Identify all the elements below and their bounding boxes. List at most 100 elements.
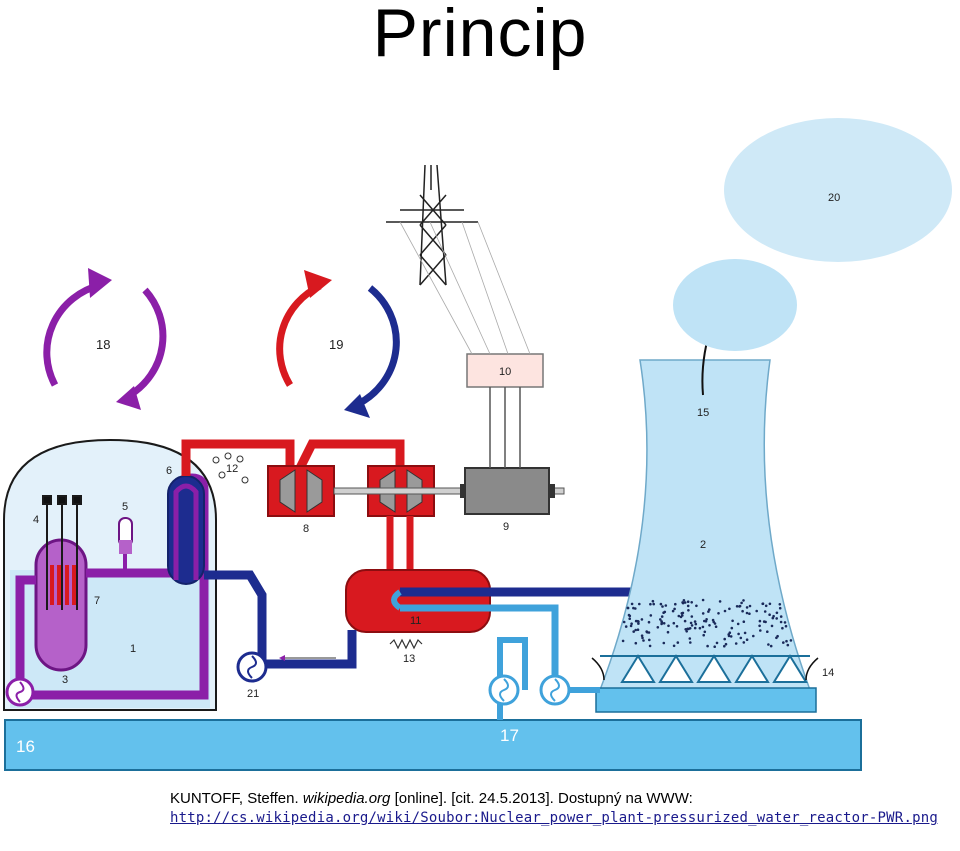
citation-author: KUNTOFF, Steffen. [170, 790, 299, 807]
spray-dot [686, 600, 690, 603]
spray-dot [775, 611, 779, 615]
spray-dot [649, 602, 652, 606]
spray-dot [630, 622, 633, 625]
spray-dot [776, 634, 779, 638]
spray-dot [693, 626, 697, 630]
spray-dot [742, 620, 746, 623]
spray-dot [673, 607, 676, 611]
spray-dot [651, 599, 655, 603]
spray-dot [784, 624, 788, 628]
spray-dot [723, 637, 726, 641]
spray-dot [759, 629, 762, 632]
spray-dot [778, 603, 782, 606]
spray-dot [728, 607, 731, 611]
label-8: 8 [303, 523, 309, 535]
spray-dot [683, 619, 687, 623]
spray-dot [649, 614, 653, 617]
air-inflow-arrow-right [805, 657, 819, 681]
spray-dot [681, 601, 684, 604]
label-7: 7 [94, 595, 100, 607]
citation-source: wikipedia.org [302, 790, 391, 807]
spray-dot [659, 618, 662, 621]
label-11: 11 [410, 615, 421, 627]
spray-dot [748, 604, 752, 608]
label-20: 20 [828, 192, 840, 204]
spray-dot [718, 600, 722, 603]
spray-dot [768, 613, 771, 616]
power-pylon [386, 164, 478, 286]
spray-dot [782, 641, 785, 644]
spray-dot [781, 626, 784, 630]
spray-dot [734, 642, 738, 645]
spray-dot [762, 620, 766, 623]
label-16: 16 [16, 737, 35, 756]
spray-dot [727, 633, 730, 636]
label-9: 9 [503, 521, 509, 533]
transformer [466, 353, 544, 388]
spray-dot [736, 622, 740, 626]
spray-dot [758, 624, 761, 628]
spray-dot [652, 602, 655, 606]
control-rods [42, 495, 82, 610]
spray-dot [689, 641, 692, 644]
spray-dot [632, 606, 635, 610]
spray-dot [636, 619, 640, 623]
citation-url[interactable]: http://cs.wikipedia.org/wiki/Soubor:Nucl… [170, 810, 938, 826]
cloud-large [724, 118, 952, 262]
spray-dot [723, 609, 727, 613]
spray-dot [785, 639, 788, 643]
spray-dot [764, 604, 768, 608]
spray-dot [629, 624, 633, 628]
spray-dot [695, 604, 698, 608]
spray-dot [671, 609, 675, 613]
spray-dot [690, 615, 694, 618]
spray-dot [742, 641, 746, 644]
spray-dot [715, 641, 719, 645]
spray-dot [745, 611, 749, 615]
spray-dot [647, 631, 651, 634]
power-lines [399, 221, 531, 355]
spray-dot [640, 634, 644, 637]
spray-dot [701, 612, 705, 615]
label-19: 19 [329, 337, 343, 352]
spray-dot [682, 599, 686, 602]
spray-dot [677, 614, 681, 618]
spray-dot [662, 641, 666, 645]
cooling-spray [621, 598, 793, 648]
spray-dot [767, 643, 770, 646]
heat-wave [389, 638, 423, 650]
label-5: 5 [122, 501, 128, 513]
spray-dot [630, 602, 634, 606]
spray-dot [743, 631, 747, 635]
spray-dot [684, 628, 687, 631]
spray-dot [701, 598, 705, 602]
spray-dot [745, 638, 749, 641]
hp-turbine [267, 465, 335, 517]
spray-dot [672, 644, 676, 648]
spray-dot [648, 644, 652, 648]
spray-dot [701, 625, 705, 629]
cloud-small [673, 259, 797, 351]
spray-dot [771, 616, 775, 620]
spray-dot [786, 643, 790, 647]
spray-dot [698, 626, 702, 630]
spray-dot [689, 621, 693, 625]
spray-dot [659, 602, 663, 606]
fuel-rods [50, 565, 76, 605]
spray-dot [685, 630, 688, 633]
spray-dot [690, 601, 693, 604]
spray-dot [731, 619, 734, 623]
label-21: 21 [247, 688, 259, 700]
steam-droplets [212, 452, 249, 484]
spray-dot [686, 604, 690, 608]
spray-dot [626, 606, 630, 610]
spray-dot [705, 618, 708, 621]
spray-dot [739, 636, 743, 640]
spray-dot [714, 625, 718, 628]
spray-dot [708, 624, 711, 627]
spray-dot [622, 620, 626, 624]
spray-dot [779, 620, 783, 624]
spray-dot [779, 615, 783, 618]
spray-dot [628, 617, 631, 620]
spray-dot [690, 624, 694, 627]
